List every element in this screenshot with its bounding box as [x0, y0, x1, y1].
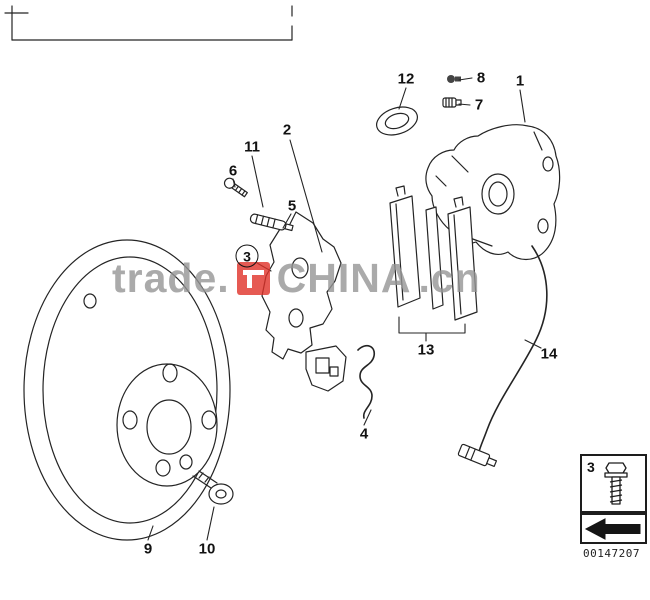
bolt-icon — [604, 462, 628, 505]
callout-7: 7 — [474, 96, 484, 114]
legend-arrow-box — [580, 513, 647, 544]
legend-ref-number: 3 — [587, 459, 595, 475]
guide-bolt-drawing — [223, 177, 248, 198]
carrier-bracket-drawing — [261, 211, 347, 392]
bleeder-screw-drawing — [447, 75, 461, 83]
callout-14: 14 — [540, 345, 558, 363]
callout-11: 11 — [244, 138, 260, 156]
callout-6: 6 — [228, 162, 238, 180]
callout-12: 12 — [397, 70, 415, 88]
callout-3: 3 — [235, 244, 259, 268]
dust-boot-drawing — [376, 106, 418, 136]
set-screw-hole — [83, 293, 97, 309]
bleeder-cap-drawing — [442, 97, 462, 108]
direction-arrow-icon — [584, 518, 641, 540]
caliper-drawing — [425, 124, 561, 261]
callout-2: 2 — [282, 121, 292, 139]
callout-1: 1 — [515, 72, 525, 90]
callout-9: 9 — [143, 540, 153, 558]
frame-marks — [4, 5, 293, 41]
callout-4: 4 — [359, 425, 369, 443]
diagram-part-number: 00147207 — [583, 547, 640, 560]
callout-10: 10 — [198, 540, 216, 558]
callout-13: 13 — [417, 341, 435, 359]
guide-pin-drawing — [249, 213, 294, 232]
retaining-spring-drawing — [357, 344, 376, 419]
wear-sensor-drawing — [457, 245, 548, 468]
hub-bolt-holes — [122, 363, 217, 477]
screw-drawing — [192, 470, 234, 505]
sensor-holder-drawing — [305, 345, 347, 392]
brake-disc-drawing — [23, 239, 231, 541]
callout-8: 8 — [476, 69, 486, 87]
callout-5: 5 — [287, 197, 297, 215]
brake-pads-drawing — [389, 185, 478, 321]
leader-lines — [147, 77, 542, 541]
legend-ref-box — [580, 454, 647, 513]
